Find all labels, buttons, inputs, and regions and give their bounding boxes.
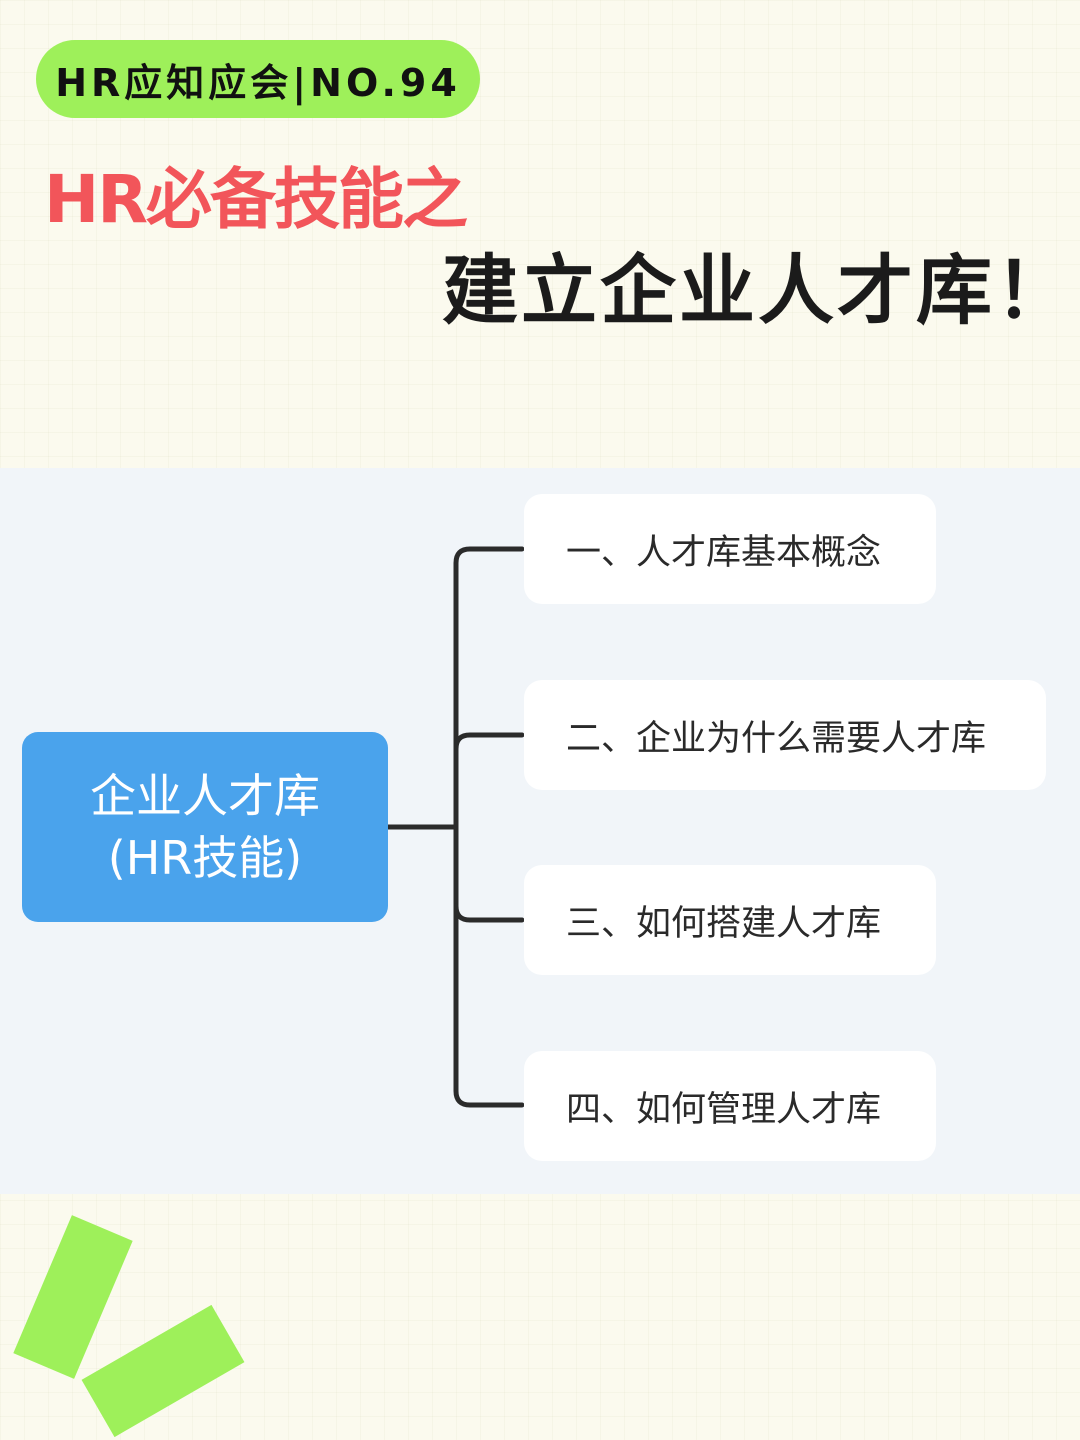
branch-connector-3 xyxy=(453,903,525,923)
branch-node-2-label: 二、企业为什么需要人才库 xyxy=(566,718,987,759)
decorative-bar-upper xyxy=(13,1215,133,1379)
series-tag-label: HR应知应会|NO.94 xyxy=(55,60,461,105)
trunk-connector xyxy=(453,546,525,1108)
branch-node-1: 一、人才库基本概念 xyxy=(524,494,936,604)
branch-node-2: 二、企业为什么需要人才库 xyxy=(524,680,1046,790)
branch-connector-2 xyxy=(453,732,525,752)
series-tag-badge: HR应知应会|NO.94 xyxy=(36,40,480,118)
mindmap-connectors xyxy=(385,546,525,1108)
branch-node-4-label: 四、如何管理人才库 xyxy=(566,1089,882,1130)
root-node-subtitle: (HR技能) xyxy=(107,831,303,885)
branch-node-4: 四、如何管理人才库 xyxy=(524,1051,936,1161)
headline-line-1: HR必备技能之 xyxy=(44,161,468,238)
mindmap-panel: 企业人才库 (HR技能) 一、人才库基本概念 二、企业为什么需要人才库 三、如何… xyxy=(0,468,1080,1194)
branch-node-3-label: 三、如何搭建人才库 xyxy=(566,903,882,944)
decorative-bar-lower xyxy=(81,1304,245,1438)
root-node-title: 企业人才库 xyxy=(90,769,320,823)
root-node: 企业人才库 (HR技能) xyxy=(22,732,388,922)
branch-node-3: 三、如何搭建人才库 xyxy=(524,865,936,975)
branch-node-1-label: 一、人才库基本概念 xyxy=(566,532,882,573)
headline-line-2: 建立企业人才库！ xyxy=(442,246,1074,335)
